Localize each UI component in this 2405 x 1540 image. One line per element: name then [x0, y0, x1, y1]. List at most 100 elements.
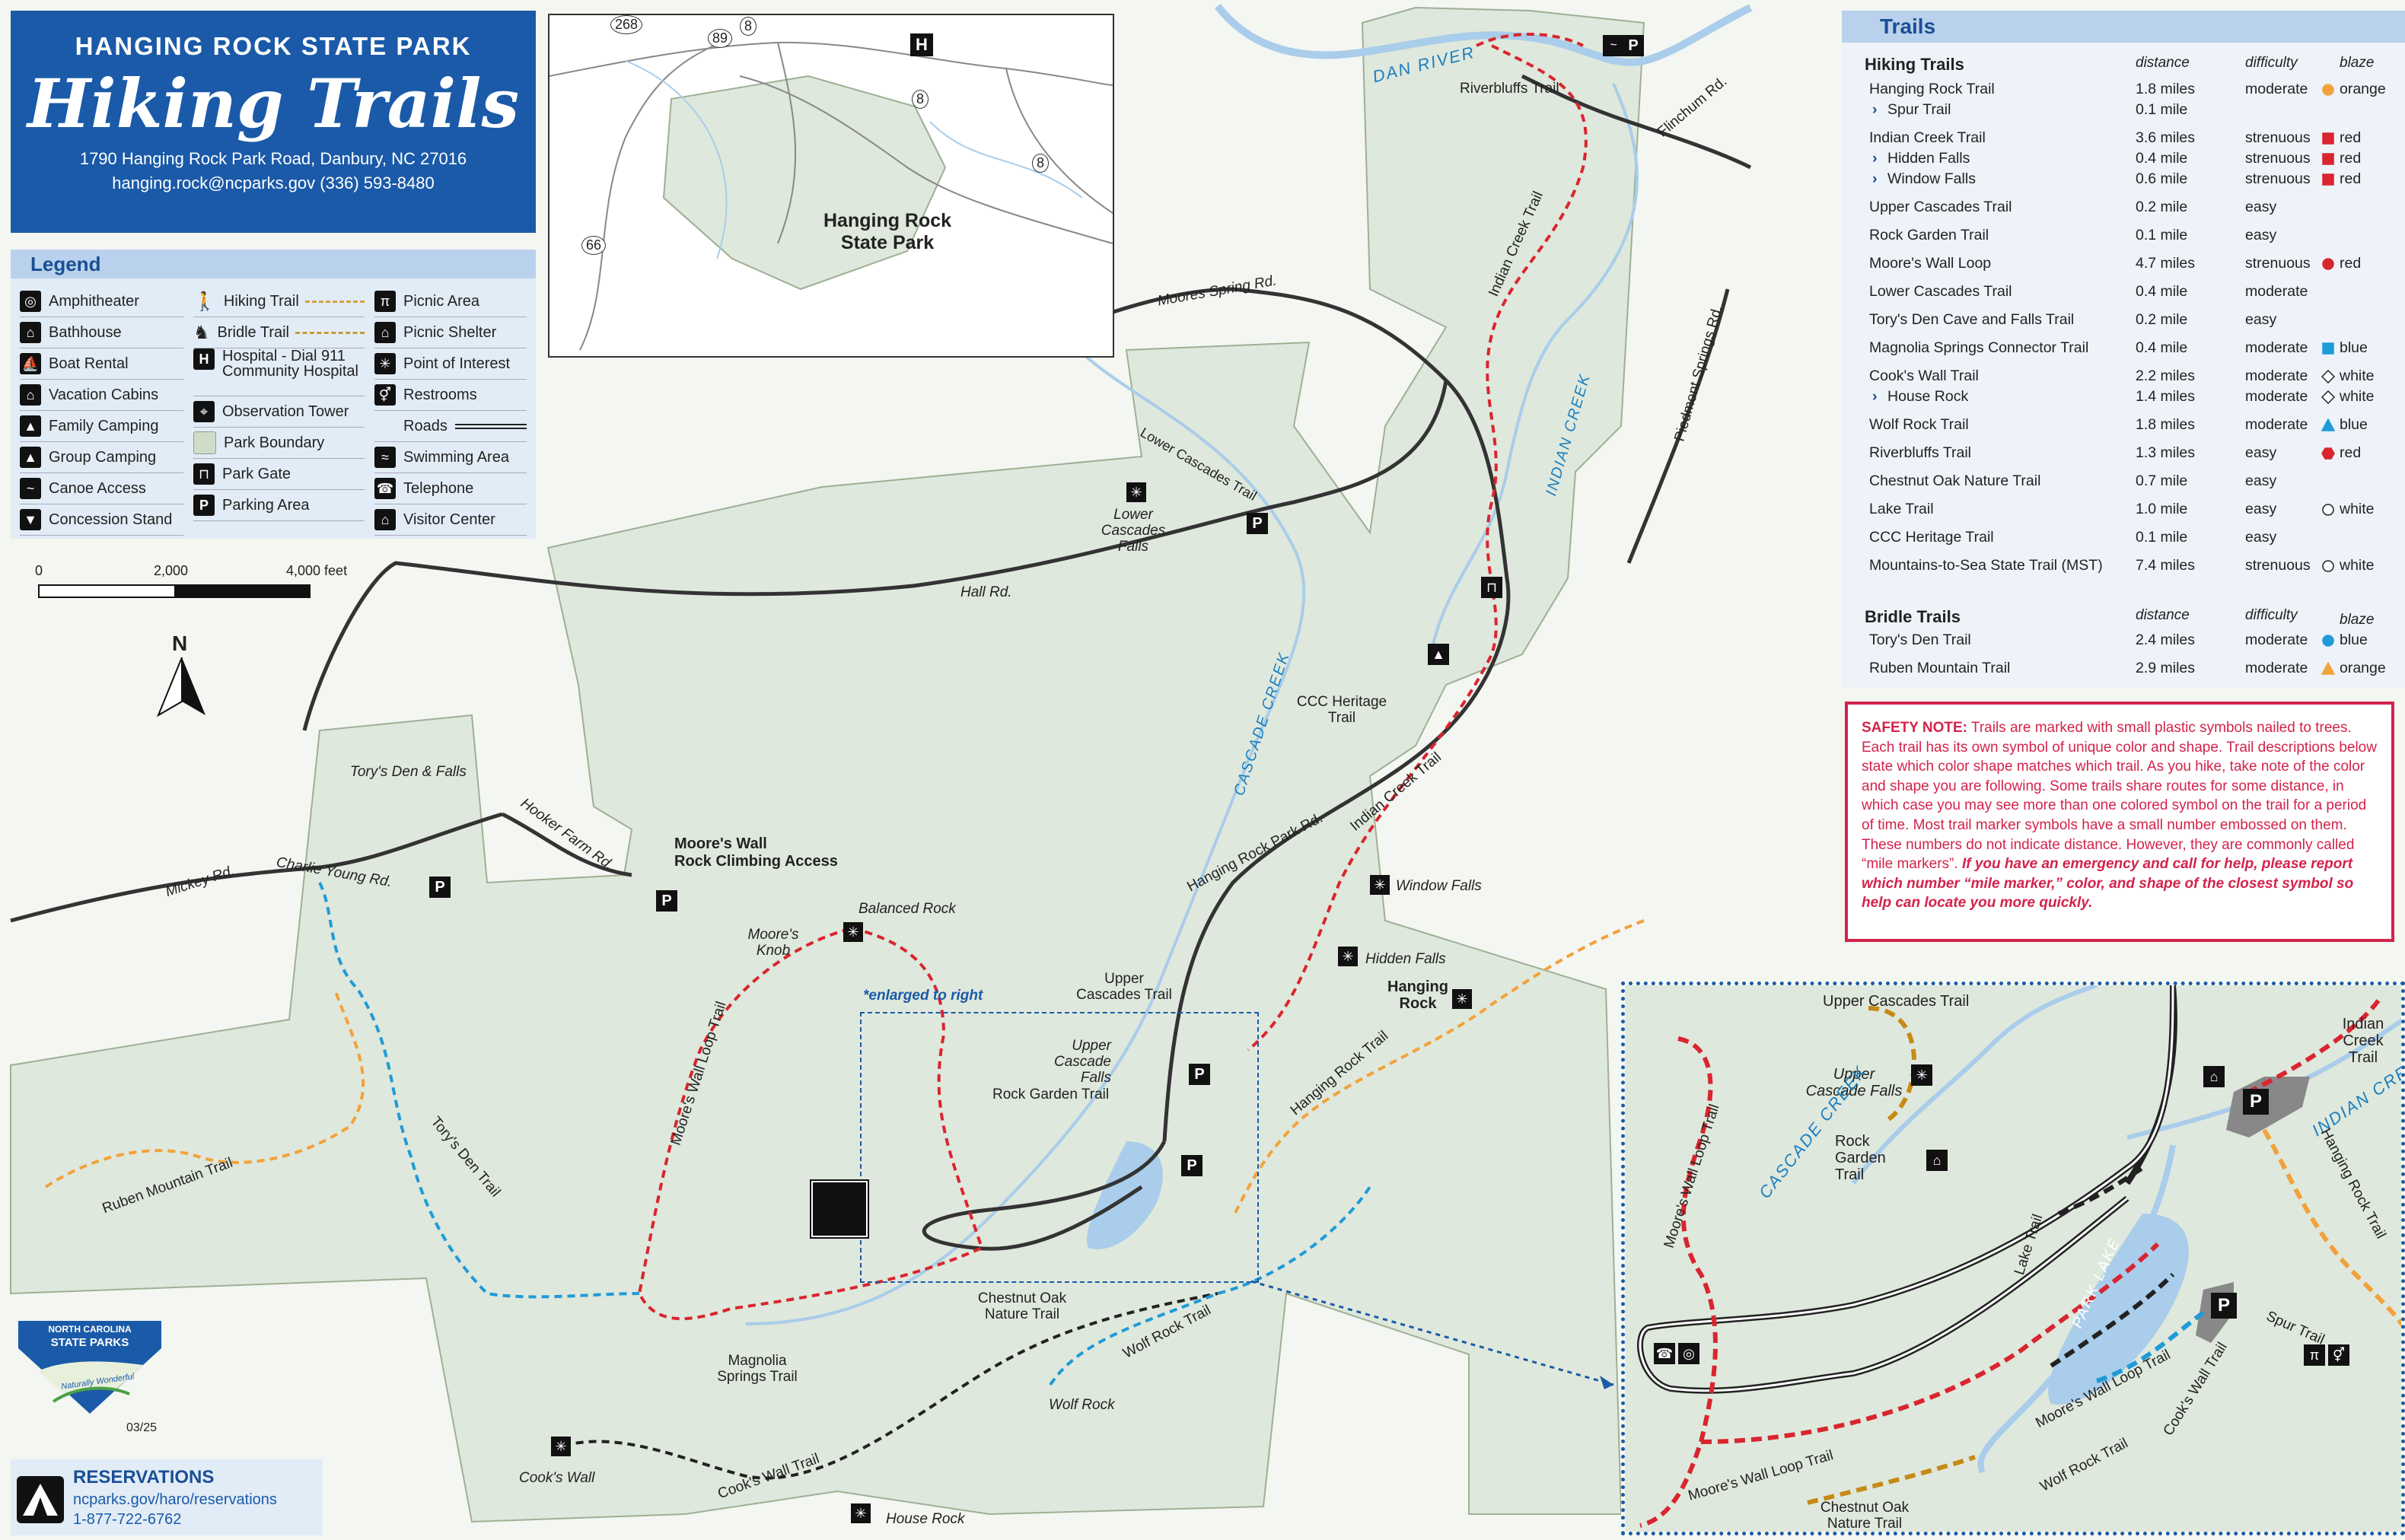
trail-distance: 0.2 mile: [2136, 199, 2188, 215]
trail-distance: 0.1 mile: [2136, 529, 2188, 546]
trail-distance: 2.4 miles: [2136, 632, 2196, 648]
horse-icon: ♞: [193, 322, 210, 343]
trail-name: Hanging Rock Trail: [1869, 81, 1995, 97]
trail-distance: 1.0 mile: [2136, 501, 2188, 517]
chestnut-oak-nature-trail-label: Chestnut Oak Nature Trail: [1820, 1500, 1910, 1532]
park-boundary: [10, 6, 1645, 1523]
hiking-trails-header: Hiking Trails distance difficulty blaze: [1865, 55, 2375, 74]
trail-name: Magnolia Springs Connector Trail: [1869, 339, 2089, 356]
trail-distance: 0.4 mile: [2136, 339, 2188, 356]
trail-distance: 0.1 mile: [2136, 101, 2188, 118]
trail-blaze-marker: [2321, 173, 2335, 191]
trail-distance: 1.4 miles: [2136, 388, 2196, 405]
sub-trail-chevron-icon: ›: [1872, 101, 1878, 118]
legend: Legend ◎Amphitheater ⌂Bathhouse ⛵Boat Re…: [11, 250, 536, 539]
hiker-icon: 🚶: [193, 291, 216, 312]
boundary-icon: [193, 431, 216, 454]
trail-blaze-marker: [2321, 152, 2335, 170]
hidden-falls-label: Hidden Falls: [1365, 951, 1446, 967]
trail-blaze: blue: [2340, 416, 2368, 433]
poi-icon: ✳: [851, 1503, 871, 1523]
safety-note: SAFETY NOTE: Trails are marked with smal…: [1845, 702, 2394, 942]
poi-icon: ✳: [1452, 989, 1472, 1009]
trail-distance: 1.8 miles: [2136, 416, 2196, 433]
legend-item: ⌂Visitor Center: [374, 504, 527, 536]
blaze-square-icon: [2322, 342, 2334, 355]
trail-difficulty: moderate: [2245, 660, 2308, 676]
blaze-hexagon-icon: [2321, 447, 2335, 460]
facilities-icon-group: [810, 1179, 869, 1239]
ccc-heritage-trail-label: CCC Heritage Trail: [1296, 694, 1387, 726]
canoe-icon: ~: [1603, 35, 1624, 56]
concession-icon: ▼: [20, 509, 41, 530]
lake-trail: [2050, 1166, 2175, 1368]
moores-knob-label: Moore's Knob: [747, 927, 799, 959]
legend-item: ⌂Bathhouse: [20, 317, 183, 348]
indian-creek-trail-label: Indian Creek Trail: [2342, 1016, 2384, 1066]
legend-item: ⌂Vacation Cabins: [20, 380, 183, 411]
north-arrow-icon: [156, 657, 205, 718]
visitor-icon: ⌂: [374, 509, 396, 530]
trail-blaze: white: [2340, 368, 2375, 384]
torys-den-trail: [318, 882, 640, 1299]
moores-wall-access-label: Moore's Wall Rock Climbing Access: [674, 835, 838, 870]
boat-icon: ⛵: [20, 353, 41, 374]
enlarged-drawing: [1625, 985, 2401, 1532]
hall-rd-label: Hall Rd.: [960, 584, 1012, 600]
trail-name: Lake Trail: [1869, 501, 1934, 517]
trail-distance: 2.2 miles: [2136, 368, 2196, 384]
group-camping-icon: ▲: [20, 447, 41, 468]
picnic-icon: π: [2304, 1344, 2325, 1366]
legend-item: ✳Point of Interest: [374, 348, 527, 380]
blaze-circle-icon: [2322, 84, 2334, 96]
parking-icon: P: [1623, 35, 1644, 56]
logo-shield-icon: [18, 1321, 161, 1414]
safety-emphasis: If you have an emergency and call for he…: [1862, 856, 2354, 912]
magnolia-springs-trail-label: Magnolia Springs Trail: [717, 1353, 798, 1385]
chestnut-oak-nature-trail-label: Chestnut Oak Nature Trail: [977, 1290, 1067, 1322]
balanced-rock-label: Balanced Rock: [858, 901, 956, 917]
legend-item: ▼Concession Stand: [20, 504, 183, 536]
trail-difficulty: moderate: [2245, 632, 2308, 648]
trail-blaze: blue: [2340, 339, 2368, 356]
picnic-icon: π: [374, 291, 396, 312]
trail-blaze-marker: [2321, 390, 2336, 409]
trail-blaze: blue: [2340, 632, 2368, 648]
camping-icon: ▲: [20, 415, 41, 437]
hospital-icon: H: [910, 33, 933, 56]
swim-icon: ≈: [374, 447, 396, 468]
reservations-url[interactable]: ncparks.gov/haro/reservations: [73, 1491, 277, 1508]
blaze-circle-icon: [2322, 560, 2334, 572]
blaze-diamond-icon: [2321, 390, 2336, 405]
logo-line2: STATE PARKS: [50, 1336, 129, 1349]
trail-name: Lower Cascades Trail: [1869, 283, 2012, 300]
roads: [10, 74, 1752, 1251]
legend-item: ⊓Park Gate: [193, 459, 365, 490]
trail-blaze-marker: [2321, 342, 2335, 360]
locator-inset-map: 268 89 8 8 8 66 H Hanging Rock State Par…: [548, 14, 1114, 358]
trail-name: Indian Creek Trail: [1869, 129, 1986, 146]
trail-difficulty: moderate: [2245, 416, 2308, 433]
trails-table-body: Hiking Trails distance difficulty blaze …: [1842, 43, 2405, 688]
blaze-square-icon: [2322, 153, 2334, 165]
parking-icon: P: [429, 877, 451, 898]
trail-difficulty: moderate: [2245, 368, 2308, 384]
trail-blaze: white: [2340, 388, 2375, 405]
trail-difficulty: moderate: [2245, 388, 2308, 405]
route-268-shield: 268: [610, 15, 643, 34]
poi-icon: ✳: [1338, 947, 1358, 966]
trail-name: Riverbluffs Trail: [1869, 444, 1972, 461]
trail-difficulty: strenuous: [2245, 150, 2311, 167]
blaze-square-icon: [2322, 173, 2334, 186]
trail-name: Rock Garden Trail: [1869, 227, 1989, 243]
blaze-circle-icon: [2322, 635, 2334, 647]
sub-trail-chevron-icon: ›: [1872, 150, 1878, 167]
trails-table: Trails Hiking Trails distance difficulty…: [1842, 11, 2405, 688]
reservations-phone[interactable]: 1-877-722-6762: [73, 1511, 182, 1528]
